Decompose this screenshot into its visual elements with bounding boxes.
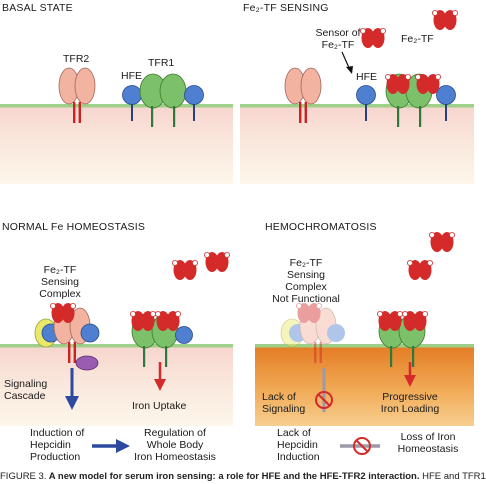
- uptake-arrowhead: [154, 379, 166, 391]
- lack-hepcidin-line1: Lack of: [277, 427, 311, 439]
- induction-label-line3: Production: [30, 451, 80, 463]
- hemo-complex-line3: Complex: [285, 281, 327, 293]
- hemo-complex-line1: Fe₂-TF: [290, 257, 323, 269]
- tfr2-label: TFR2: [63, 53, 89, 65]
- fe2tf-label: Fe₂-TF: [401, 33, 434, 45]
- regulation-label-line2: Whole Body: [147, 439, 204, 451]
- induction-label-line1: Induction of: [30, 427, 84, 439]
- panel-basal-title: BASAL STATE: [2, 2, 73, 14]
- panel-hemochromatosis: HEMOCHROMATOSIS Fe₂-TF Sensing Complex N…: [255, 221, 474, 463]
- uptake-label: Iron Uptake: [132, 400, 186, 412]
- caption-bold: A new model for serum iron sensing: a ro…: [46, 471, 420, 482]
- loss-label-line2: Homeostasis: [398, 443, 459, 455]
- prohibited-icon: [315, 391, 333, 409]
- figure-caption: FIGURE 3. A new model for serum iron sen…: [0, 470, 486, 484]
- prohibited-icon: [353, 437, 371, 455]
- hfe-protein: [175, 326, 193, 344]
- signaling-arrowhead: [65, 396, 79, 410]
- panel-normal-homeostasis: NORMAL Fe HOMEOSTASIS Fe₂-TF Sensing Com…: [0, 221, 233, 463]
- lack-hepcidin-line3: Induction: [277, 451, 320, 463]
- regulation-arrowhead: [116, 439, 130, 453]
- loss-label-line1: Loss of Iron: [401, 431, 456, 443]
- fe2tf-free: [203, 251, 231, 273]
- cell-membrane: [240, 104, 474, 108]
- induction-label-line2: Hepcidin: [30, 439, 71, 451]
- fe2tf-free: [428, 231, 456, 253]
- cell-cytoplasm: [240, 104, 474, 184]
- signal-label-line2: Cascade: [4, 390, 46, 402]
- tfr1-label: TFR1: [148, 57, 174, 69]
- prohibited-icon-slash: [355, 439, 369, 453]
- sensor-arrowhead: [346, 66, 353, 74]
- panel-normal-title: NORMAL Fe HOMEOSTASIS: [2, 221, 145, 233]
- complex-label-line1: Fe₂-TF: [44, 264, 77, 276]
- caption-prefix: FIGURE 3.: [0, 471, 47, 482]
- cell-membrane: [0, 344, 233, 348]
- progressive-label-line2: Iron Loading: [381, 403, 440, 415]
- hfe-protein: [80, 323, 100, 343]
- lack-signaling-line2: Signaling: [262, 403, 305, 415]
- panel-fe2tf-sensing: Fe₂-TF SENSING Sensor of Fe₂-TF HFE Fe₂-…: [240, 2, 474, 184]
- panel-sensing-title: Fe₂-TF SENSING: [243, 2, 329, 14]
- cell-membrane: [255, 344, 474, 348]
- signal-label-line1: Signaling: [4, 378, 47, 390]
- iron-loading-arrowhead: [404, 375, 416, 387]
- lack-signaling-line1: Lack of: [262, 391, 296, 403]
- faded-sensing-complex: [280, 302, 345, 364]
- fe2tf-free: [171, 259, 199, 281]
- sensor-label-line1: Sensor of: [316, 27, 361, 39]
- progressive-label-line1: Progressive: [382, 391, 438, 403]
- figure-canvas: BASAL STATE TFR2 HFE TFR1 Fe₂-TF SENSING…: [0, 2, 474, 463]
- prohibited-icon-slash: [317, 393, 331, 407]
- signaling-adaptor: [75, 355, 99, 371]
- cell-cytoplasm: [0, 344, 233, 426]
- cell-cytoplasm-iron-loaded: [255, 344, 474, 426]
- cell-cytoplasm: [0, 104, 233, 184]
- hemo-complex-line2: Sensing: [287, 269, 325, 281]
- complex-label-line2: Sensing: [41, 276, 79, 288]
- hfe-label: HFE: [121, 70, 142, 82]
- cell-membrane: [0, 104, 233, 108]
- complex-label-line3: Complex: [39, 288, 81, 300]
- fe2tf-free: [431, 9, 459, 31]
- caption-rest: HFE and TFR1: [419, 471, 486, 482]
- lack-hepcidin-line2: Hepcidin: [277, 439, 318, 451]
- regulation-label-line1: Regulation of: [144, 427, 206, 439]
- hfe-label: HFE: [356, 71, 377, 83]
- fe2tf-free: [359, 27, 387, 49]
- regulation-label-line3: Iron Homeostasis: [134, 451, 216, 463]
- panel-basal-state: BASAL STATE TFR2 HFE TFR1: [0, 2, 233, 184]
- hemo-complex-line4: Not Functional: [272, 293, 340, 305]
- panel-hemo-title: HEMOCHROMATOSIS: [265, 221, 377, 233]
- sensor-label-line2: Fe₂-TF: [322, 39, 355, 51]
- fe2tf-free: [406, 259, 434, 281]
